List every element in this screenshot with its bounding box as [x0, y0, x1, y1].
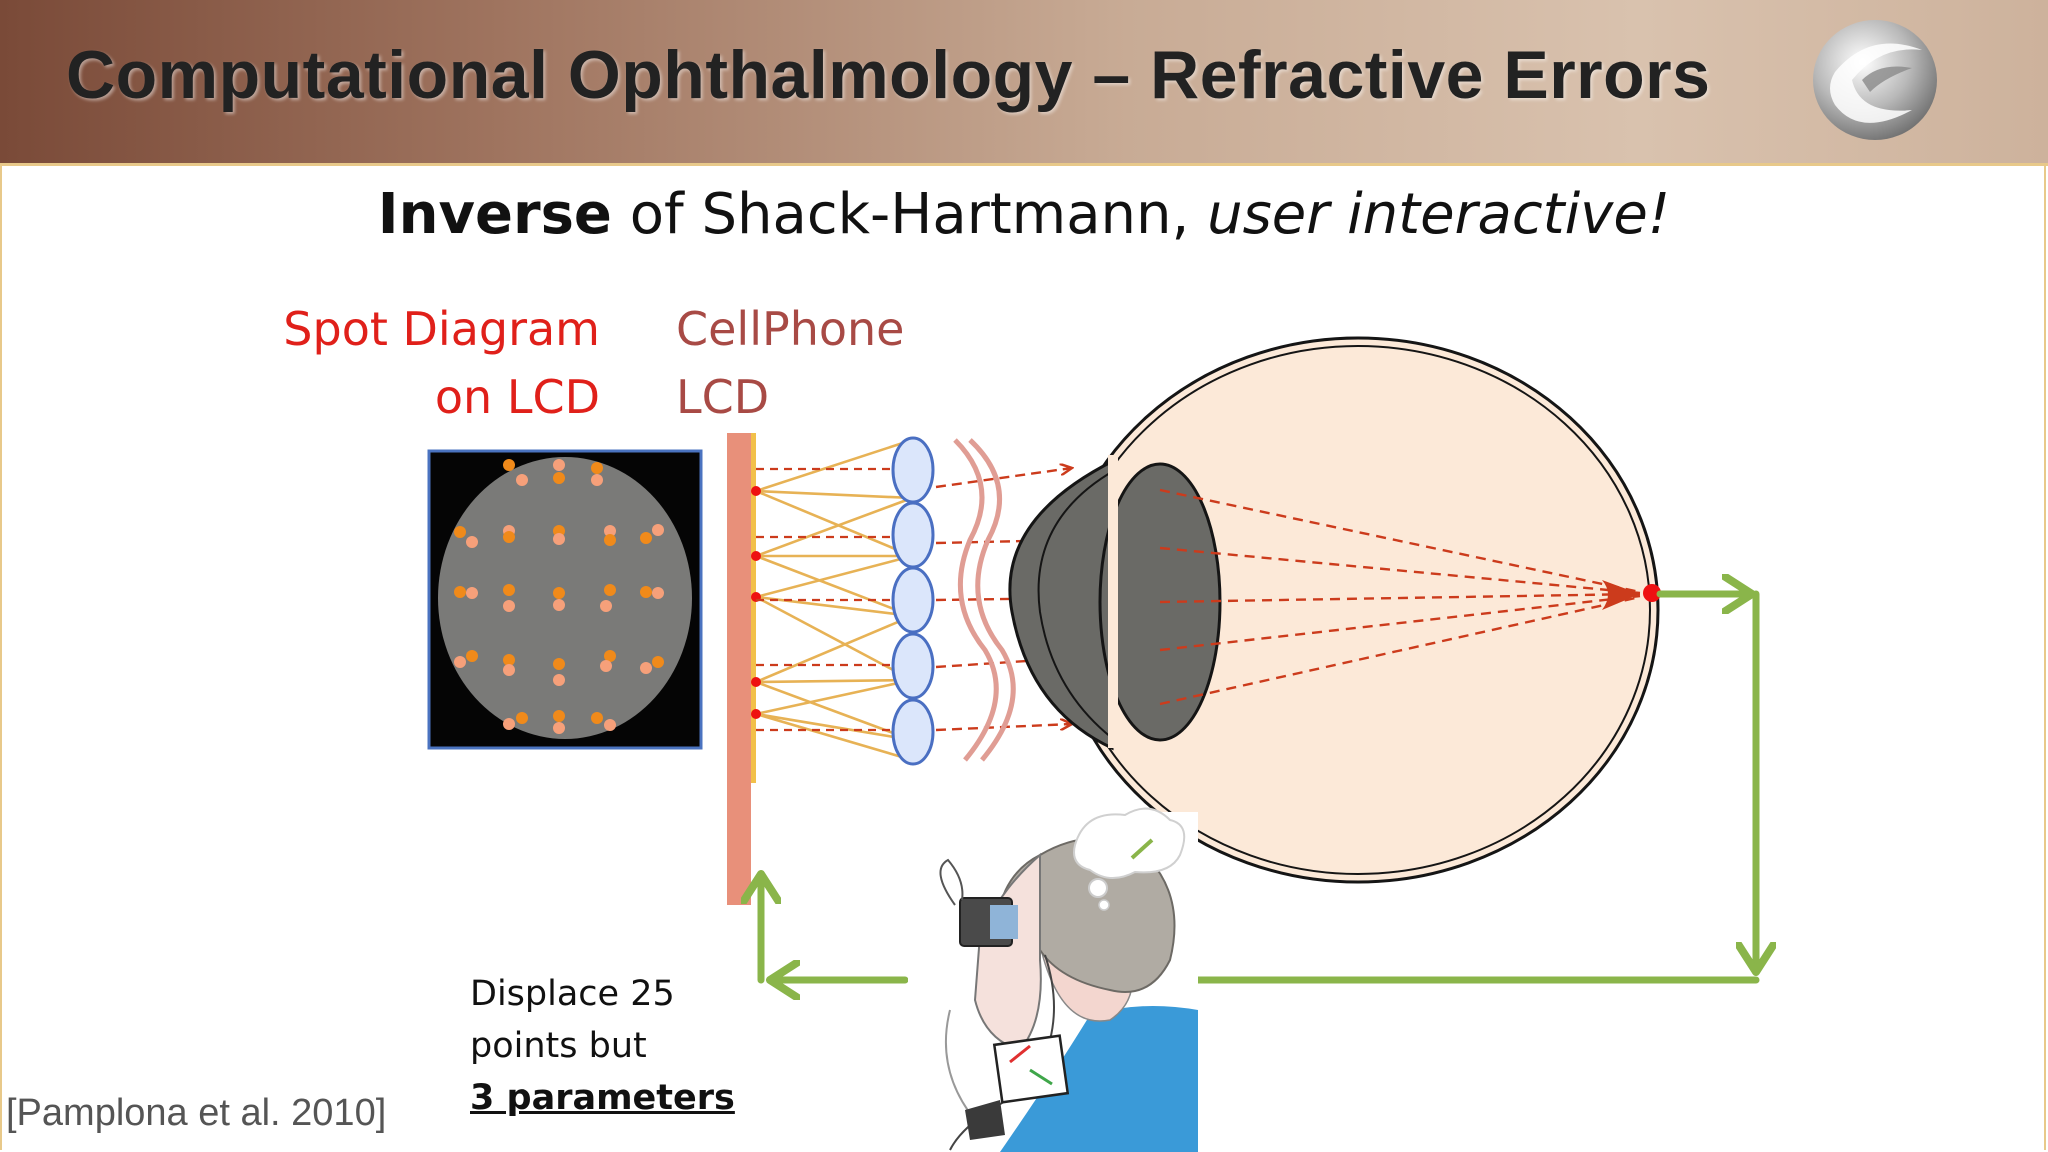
spot-dot	[553, 599, 565, 611]
subtitle-italic: user interactive!	[1207, 182, 1671, 247]
displace-caption-line1: Displace 25	[470, 974, 675, 1014]
spot-dot	[640, 532, 652, 544]
retina-rays	[1159, 488, 1641, 706]
slide-body	[0, 166, 2046, 1150]
spot-dot	[503, 531, 515, 543]
spot-dot	[516, 712, 528, 724]
retina-focus-point	[1643, 584, 1661, 602]
spot-diagram-label-line2: on LCD	[434, 370, 600, 424]
spot-dot	[553, 459, 565, 471]
spot-dot	[652, 524, 664, 536]
spot-dot	[553, 658, 565, 670]
lcd-points	[751, 486, 761, 719]
spot-dot	[640, 662, 652, 674]
spot-dot	[553, 587, 565, 599]
cellphone-lcd-label: CellPhone LCD	[676, 295, 904, 431]
spot-dot	[516, 474, 528, 486]
cellphone-label-line1: CellPhone	[676, 302, 905, 356]
spot-diagram-label-line1: Spot Diagram	[283, 302, 600, 356]
spot-dot	[604, 534, 616, 546]
subtitle-bold: Inverse	[377, 182, 612, 247]
displace-caption: Displace 25 points but 3 parameters	[470, 968, 735, 1124]
spot-dot	[604, 650, 616, 662]
lcd-dashed-rays	[756, 467, 902, 732]
eye	[1008, 336, 1660, 884]
cellphone-lcd-bar	[727, 433, 751, 905]
spot-diagram-panel	[427, 449, 703, 750]
spot-dot	[503, 584, 515, 596]
subtitle-normal: of Shack-Hartmann,	[611, 182, 1208, 247]
slide-header: Computational Ophthalmology – Refractive…	[0, 0, 2048, 166]
spot-dot	[591, 462, 603, 474]
spot-dot	[454, 656, 466, 668]
lenslet-array	[891, 436, 935, 766]
spot-dot	[503, 654, 515, 666]
spot-dot	[553, 472, 565, 484]
spot-dot	[503, 459, 515, 471]
spot-dot	[604, 719, 616, 731]
spot-dot	[553, 533, 565, 545]
spot-dot	[600, 600, 612, 612]
lcd-to-lens-rays	[755, 438, 913, 762]
spot-dot	[503, 664, 515, 676]
spot-dot	[503, 718, 515, 730]
spot-diagram-label: Spot Diagram on LCD	[260, 295, 600, 431]
displace-caption-line2: points but	[470, 1026, 647, 1066]
spot-dot	[640, 586, 652, 598]
feedback-loop	[761, 594, 1756, 980]
spot-dot	[604, 525, 616, 537]
displace-caption-line3: 3 parameters	[470, 1078, 735, 1118]
slide-title: Computational Ophthalmology – Refractive…	[66, 37, 1711, 113]
spot-dot	[503, 600, 515, 612]
spot-dot	[652, 656, 664, 668]
cellphone-lcd-edge	[751, 433, 756, 783]
focus-arrowhead	[1602, 580, 1640, 610]
spot-dot	[600, 660, 612, 672]
spot-dot	[553, 710, 565, 722]
cellphone-label-line2: LCD	[676, 370, 770, 424]
spot-dot	[591, 712, 603, 724]
logo-swirl-icon	[1813, 20, 1937, 140]
citation: [Pamplona et al. 2010]	[6, 1092, 387, 1134]
spot-dot	[652, 587, 664, 599]
spot-dot	[454, 526, 466, 538]
user-illustration	[908, 807, 1198, 1152]
spot-dot	[553, 674, 565, 686]
spot-dot	[466, 587, 478, 599]
spot-dot	[466, 536, 478, 548]
slide-subtitle: Inverse of Shack-Hartmann, user interact…	[0, 182, 2048, 247]
wavefront-curves	[953, 438, 1016, 762]
spot-dot	[591, 474, 603, 486]
spot-dot	[604, 584, 616, 596]
spot-dot	[454, 586, 466, 598]
spot-dot	[466, 650, 478, 662]
spot-dot	[553, 722, 565, 734]
